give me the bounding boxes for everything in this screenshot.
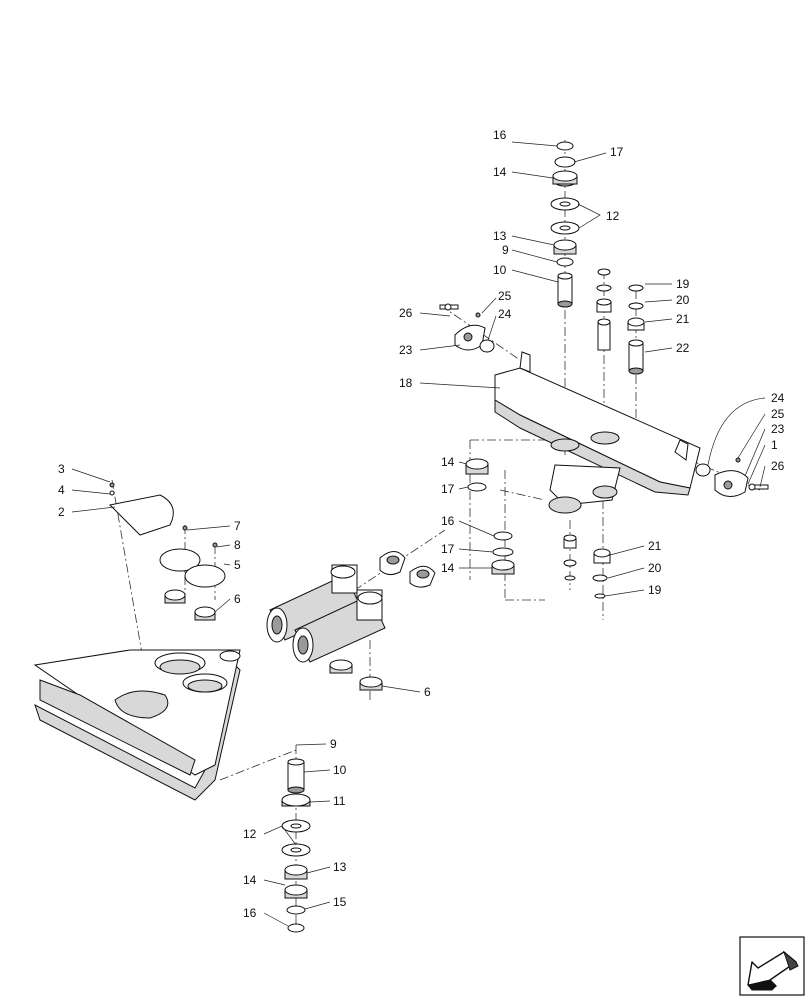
callout-21: 21 xyxy=(676,312,690,326)
motor-bushes xyxy=(329,659,383,691)
callout-19: 19 xyxy=(648,583,662,597)
callout-leaders xyxy=(71,141,766,927)
callout-6: 6 xyxy=(424,685,431,699)
callout-17: 17 xyxy=(441,542,455,556)
callout-7: 7 xyxy=(234,519,241,533)
assembly-axes xyxy=(111,140,761,930)
callout-5: 5 xyxy=(234,558,241,572)
cover-plate xyxy=(108,482,174,536)
callout-14: 14 xyxy=(441,561,455,575)
upper-pin-stack xyxy=(550,141,580,308)
callout-15: 15 xyxy=(333,895,347,909)
callout-9: 9 xyxy=(330,737,337,751)
callout-labels: 16 17 14 12 13 9 10 19 20 21 22 25 26 24… xyxy=(58,128,785,920)
callout-20: 20 xyxy=(676,293,690,307)
bush-stack-left xyxy=(465,458,515,575)
hydraulic-motor-front xyxy=(292,565,436,663)
callout-16: 16 xyxy=(493,128,507,142)
callout-24: 24 xyxy=(771,391,785,405)
next-page-button[interactable] xyxy=(739,936,805,996)
callout-14: 14 xyxy=(243,873,257,887)
pin-column-19-20-21-22-right xyxy=(627,284,645,375)
next-page-arrow-icon xyxy=(747,950,799,991)
callout-14: 14 xyxy=(493,165,507,179)
crossbar-bracket xyxy=(494,351,701,514)
callout-20: 20 xyxy=(648,561,662,575)
callout-25: 25 xyxy=(771,407,785,421)
callout-10: 10 xyxy=(493,263,507,277)
callout-9: 9 xyxy=(502,243,509,257)
callout-16: 16 xyxy=(243,906,257,920)
callout-11: 11 xyxy=(333,794,346,808)
pin-column-19-20-21-22-left xyxy=(596,268,612,351)
round-covers xyxy=(159,525,226,621)
callout-8: 8 xyxy=(234,538,241,552)
callout-14: 14 xyxy=(441,455,455,469)
callout-10: 10 xyxy=(333,763,347,777)
triangular-frame xyxy=(33,649,241,801)
callout-23: 23 xyxy=(771,422,785,436)
callout-4: 4 xyxy=(58,483,65,497)
callout-1: 1 xyxy=(771,438,778,452)
callout-22: 22 xyxy=(676,341,690,355)
callout-26: 26 xyxy=(771,459,785,473)
callout-12: 12 xyxy=(243,827,257,841)
callout-21: 21 xyxy=(648,539,662,553)
callout-25: 25 xyxy=(498,289,512,303)
callout-19: 19 xyxy=(676,277,690,291)
callout-17: 17 xyxy=(441,482,455,496)
bush-stack-lower-right xyxy=(563,534,611,599)
callout-13: 13 xyxy=(493,229,507,243)
callout-24: 24 xyxy=(498,307,512,321)
lower-pin-stack xyxy=(281,758,311,933)
callout-2: 2 xyxy=(58,505,65,519)
callout-26: 26 xyxy=(399,306,413,320)
callout-12: 12 xyxy=(606,209,620,223)
callout-16: 16 xyxy=(441,514,455,528)
lock-plate-left xyxy=(439,303,495,353)
callout-3: 3 xyxy=(58,462,65,476)
callout-17: 17 xyxy=(610,145,624,159)
callout-18: 18 xyxy=(399,376,413,390)
callout-13: 13 xyxy=(333,860,347,874)
lock-plate-right xyxy=(695,457,769,497)
callout-6: 6 xyxy=(234,592,241,606)
callout-23: 23 xyxy=(399,343,413,357)
